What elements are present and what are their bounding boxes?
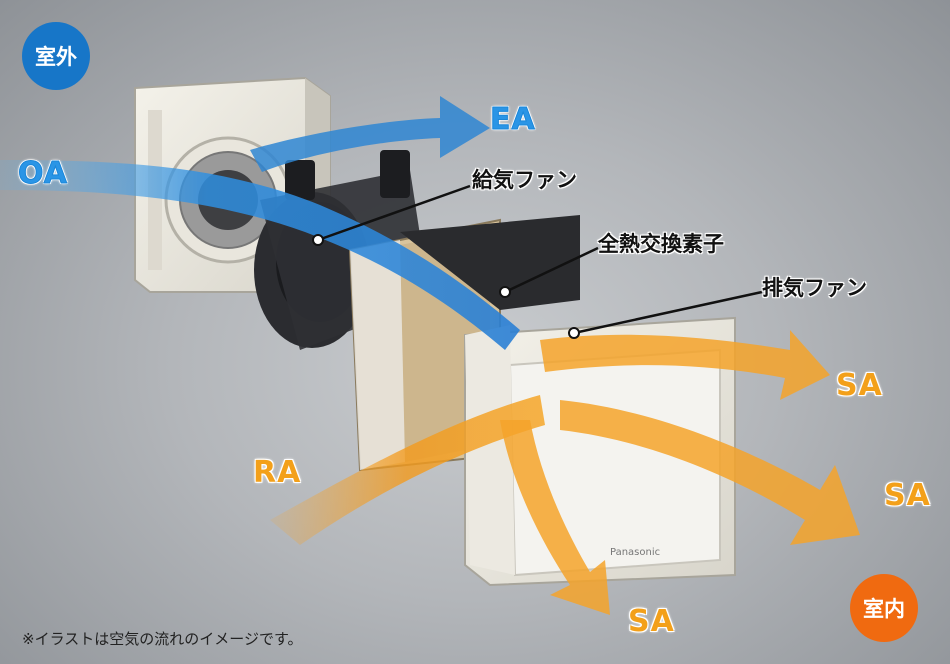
- leader-dot-heat-exchanger: [499, 286, 511, 298]
- label-sa-middle: SA: [884, 478, 931, 513]
- leader-dot-supply-fan: [312, 234, 324, 246]
- callout-lines: [317, 184, 763, 335]
- leader-dot-exhaust-fan: [568, 327, 580, 339]
- flow-arrow-sa-middle: [560, 400, 860, 545]
- label-oa: OA: [18, 156, 68, 192]
- flow-arrow-oa: [0, 160, 520, 350]
- flow-arrow-sa-upper: [540, 330, 830, 400]
- outdoor-badge: 室外: [22, 22, 90, 90]
- flow-arrow-ra: [270, 395, 545, 545]
- label-ea: EA: [490, 102, 536, 138]
- leader-supply-fan: [317, 184, 471, 242]
- footnote: ※イラストは空気の流れのイメージです。: [22, 630, 303, 648]
- brand-logo: Panasonic: [610, 547, 660, 558]
- label-ra: RA: [253, 455, 302, 490]
- callout-heat-exchanger: 全熱交換素子: [598, 232, 724, 256]
- leader-heat-exchanger: [504, 246, 599, 294]
- flow-arrow-ea: [250, 96, 490, 172]
- label-sa-upper: SA: [836, 368, 883, 403]
- callout-supply-fan: 給気ファン: [472, 168, 577, 192]
- leader-exhaust-fan: [573, 290, 763, 335]
- callout-exhaust-fan: 排気ファン: [762, 276, 867, 300]
- flow-arrow-sa-lower: [500, 420, 610, 615]
- label-sa-lower: SA: [628, 604, 675, 639]
- indoor-badge: 室内: [850, 574, 918, 642]
